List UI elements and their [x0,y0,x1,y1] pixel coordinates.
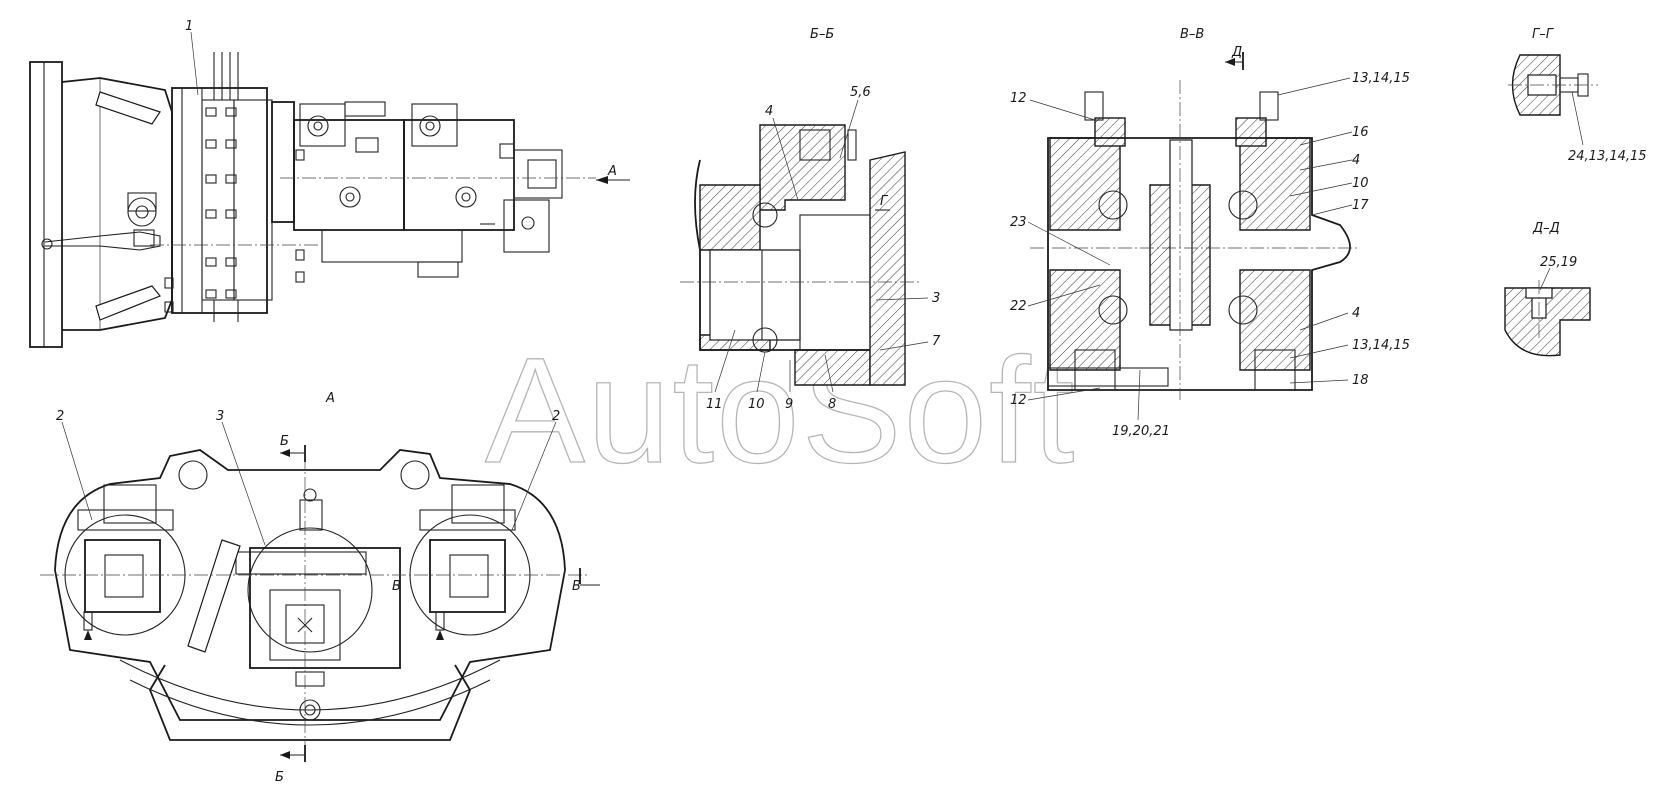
callout-10-bb: 10 [748,397,765,412]
callout-2-right: 2 [552,409,560,424]
view-a-assembly: Б Б В В [40,434,600,785]
callout-labels: 1 2 3 2 4 5,6 3 7 8 9 10 11 12 13,14,15 … [56,19,1647,439]
cut-mark-v-right: В [572,579,581,594]
callout-23: 23 [1010,215,1027,230]
callout-10-vv: 10 [1352,176,1369,191]
title-section-dd: Д–Д [1532,221,1560,236]
cut-mark-b-bottom: Б [275,770,284,785]
section-gg: Г–Г [1508,27,1598,116]
side-view-assembly: А [29,52,630,348]
callout-24-13-14-15: 24,13,14,15 [1568,149,1647,164]
callout-22: 22 [1010,299,1027,314]
callout-25-19: 25,19 [1540,255,1577,270]
callout-12-top: 12 [1010,91,1027,106]
callout-12-bottom: 12 [1010,393,1027,408]
cut-mark-d: Д [1231,45,1242,60]
title-section-bb: Б–Б [810,27,834,42]
section-bb: Б–Б Г [680,27,920,386]
title-view-a: А [325,391,335,406]
callout-5-6: 5,6 [850,85,871,100]
callout-2-left: 2 [56,409,64,424]
title-section-gg: Г–Г [1532,27,1555,42]
callout-19-20-21: 19,20,21 [1112,424,1170,439]
marker-arrow-a: А [607,164,617,179]
title-section-vv: В–В [1180,27,1204,42]
callout-18: 18 [1352,373,1369,388]
cut-mark-g: Г [880,194,889,209]
watermark: AutoSoft [485,326,1076,494]
cut-mark-v-left: В [392,579,401,594]
callout-13-14-15-bottom: 13,14,15 [1352,338,1410,353]
callout-4-vv-top: 4 [1352,153,1360,168]
callout-1: 1 [185,19,193,34]
leader-lines [61,31,1584,546]
section-vv: В–В Д [1030,27,1360,400]
callout-3-view-a: 3 [216,409,224,424]
callout-16: 16 [1352,125,1369,140]
callout-9: 9 [785,397,793,412]
callout-8: 8 [828,397,836,412]
callout-4-bb: 4 [765,104,773,119]
callout-7: 7 [932,334,941,349]
callout-11: 11 [706,397,723,412]
callout-4-vv-bottom: 4 [1352,306,1360,321]
callout-17: 17 [1352,198,1369,213]
section-dd: Д–Д [1504,221,1591,357]
callout-13-14-15-top: 13,14,15 [1352,71,1410,86]
callout-3-bb: 3 [932,291,940,306]
cut-mark-b-top: Б [280,434,289,449]
